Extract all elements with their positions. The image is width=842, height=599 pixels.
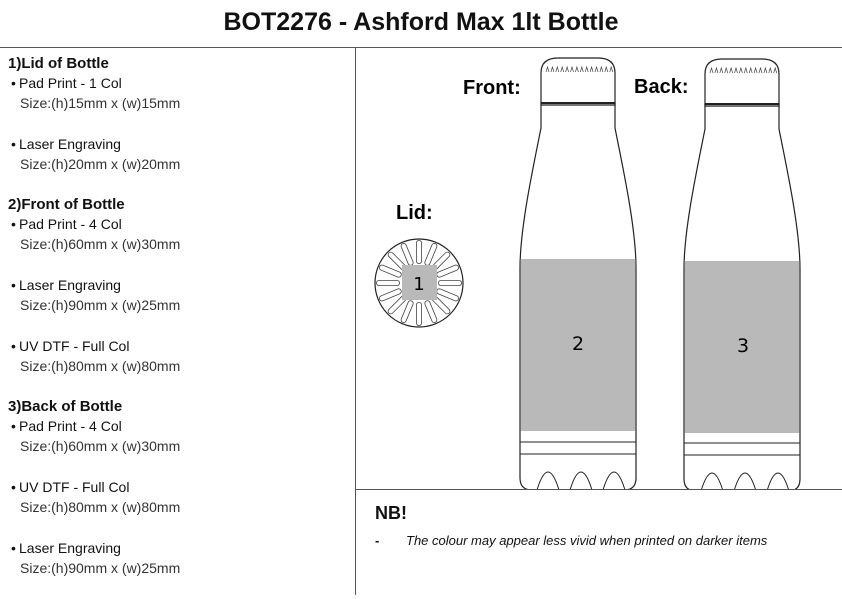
print-size: Size:(h)60mm x (w)30mm xyxy=(20,438,181,454)
front-area-number: 2 xyxy=(572,333,584,355)
section-heading: 3)Back of Bottle xyxy=(8,398,123,415)
dash: - xyxy=(375,533,380,548)
print-method: •Pad Print - 4 Col xyxy=(8,214,353,234)
bullet: • xyxy=(11,540,16,556)
print-size: Size:(h)80mm x (w)80mm xyxy=(20,358,181,374)
bullet: • xyxy=(11,418,16,434)
print-method: •UV DTF - Full Col xyxy=(8,336,353,356)
print-size: Size:(h)20mm x (w)20mm xyxy=(20,156,181,172)
bullet: • xyxy=(11,277,16,293)
method-label: Laser Engraving xyxy=(19,136,121,152)
method-label: Pad Print - 4 Col xyxy=(19,418,122,434)
print-size: Size:(h)90mm x (w)25mm xyxy=(20,297,181,313)
lid-print-area xyxy=(402,265,437,300)
print-size: Size:(h)60mm x (w)30mm xyxy=(20,236,181,252)
nb-note-text: The colour may appear less vivid when pr… xyxy=(406,533,768,548)
method-label: Laser Engraving xyxy=(19,540,121,556)
method-label: UV DTF - Full Col xyxy=(19,338,130,354)
back-bottle xyxy=(683,58,801,489)
bullet: • xyxy=(11,216,16,232)
nb-heading: NB! xyxy=(375,503,407,523)
method-label: Laser Engraving xyxy=(19,277,121,293)
lid-area-number: 1 xyxy=(413,274,424,295)
back-area-number: 3 xyxy=(737,335,749,357)
lid-label: Lid: xyxy=(396,202,433,224)
print-size: Size:(h)15mm x (w)15mm xyxy=(20,95,181,111)
nb-note: - The colour may appear less vivid when p… xyxy=(375,533,767,548)
method-label: UV DTF - Full Col xyxy=(19,479,130,495)
print-method: •UV DTF - Full Col xyxy=(8,477,353,497)
print-method: •Laser Engraving xyxy=(8,134,353,154)
print-method: •Laser Engraving xyxy=(8,538,353,558)
print-size: Size:(h)80mm x (w)80mm xyxy=(20,499,181,515)
divider xyxy=(0,47,842,48)
section-heading: 1)Lid of Bottle xyxy=(8,55,109,72)
bullet: • xyxy=(11,75,16,91)
back-label: Back: xyxy=(634,76,688,98)
method-label: Pad Print - 1 Col xyxy=(19,75,122,91)
bullet: • xyxy=(11,338,16,354)
print-method: •Laser Engraving xyxy=(8,275,353,295)
divider xyxy=(355,47,356,595)
bullet: • xyxy=(11,136,16,152)
print-method: •Pad Print - 1 Col xyxy=(8,73,353,93)
front-bottle xyxy=(519,57,637,489)
print-size: Size:(h)90mm x (w)25mm xyxy=(20,560,181,576)
lid-diagram: 1 xyxy=(374,238,464,328)
print-method: •Pad Print - 4 Col xyxy=(8,416,353,436)
page-title: BOT2276 - Ashford Max 1lt Bottle xyxy=(223,8,619,36)
method-label: Pad Print - 4 Col xyxy=(19,216,122,232)
bullet: • xyxy=(11,479,16,495)
front-label: Front: xyxy=(463,77,521,99)
bottle-diagram: Lid: Front: Back: 1 2 3 xyxy=(374,57,801,489)
divider xyxy=(355,489,842,490)
section-heading: 2)Front of Bottle xyxy=(8,196,125,213)
